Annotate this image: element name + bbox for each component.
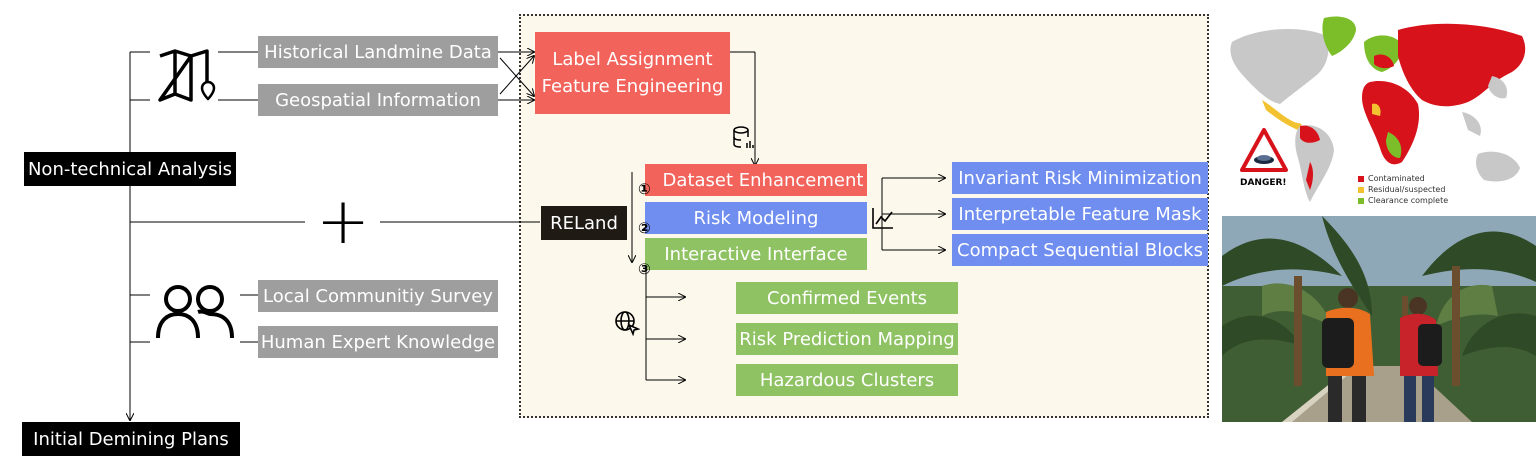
historical-landmine-data-box: Historical Landmine Data — [258, 36, 498, 68]
confirmed-events-box: Confirmed Events — [736, 282, 958, 314]
legend-residual-text: Residual/suspected — [1368, 185, 1446, 194]
geospatial-information-box: Geospatial Information — [258, 84, 498, 116]
compact-sequential-blocks-box: Compact Sequential Blocks — [952, 234, 1208, 266]
map-graphic — [1222, 12, 1536, 210]
step-1-marker: ① — [638, 180, 651, 198]
step-3-marker: ③ — [638, 260, 651, 278]
human-expert-knowledge-box: Human Expert Knowledge — [258, 326, 498, 358]
step-2-marker: ② — [638, 219, 651, 237]
risk-prediction-mapping-box: Risk Prediction Mapping — [736, 323, 958, 355]
invariant-risk-minimization-box: Invariant Risk Minimization — [952, 162, 1208, 194]
danger-label: DANGER! — [1240, 178, 1287, 188]
hazardous-clusters-box: Hazardous Clusters — [736, 364, 958, 396]
non-technical-analysis-box: Non-technical Analysis — [24, 152, 236, 186]
legend-clearance-text: Clearance complete — [1368, 196, 1449, 205]
interactive-interface-box: Interactive Interface — [645, 238, 867, 270]
globe-cursor-icon — [615, 311, 640, 336]
legend-swatch-contaminated — [1358, 175, 1364, 182]
deminer-orange — [1322, 288, 1374, 422]
local-community-survey-box: Local Communitiy Survey — [258, 280, 498, 312]
deminer-red — [1400, 297, 1442, 422]
reland-label: RELand — [541, 206, 627, 240]
legend-swatch-clearance — [1358, 197, 1364, 204]
legend-swatch-residual — [1358, 186, 1364, 193]
people-icon — [156, 285, 234, 339]
photo-graphic — [1222, 216, 1536, 422]
line-chart-icon — [872, 208, 893, 229]
plus-sign: + — [316, 185, 370, 259]
legend-clearance: Clearance complete — [1358, 196, 1448, 205]
interpretable-feature-mask-box: Interpretable Feature Mask — [952, 198, 1208, 230]
legend-residual: Residual/suspected — [1358, 185, 1445, 194]
database-icon — [733, 126, 754, 148]
label-assignment-text: Label Assignment — [552, 49, 713, 70]
initial-demining-plans-box: Initial Demining Plans — [22, 422, 240, 456]
map-icon — [158, 49, 216, 102]
risk-modeling-box: Risk Modeling — [645, 202, 867, 234]
legend-contaminated-text: Contaminated — [1368, 174, 1425, 183]
feature-engineering-text: Feature Engineering — [541, 76, 724, 97]
label-assignment-box: Label Assignment Feature Engineering — [535, 32, 730, 114]
legend-contaminated: Contaminated — [1358, 174, 1425, 183]
world-contamination-map: DANGER! Contaminated Residual/suspected … — [1222, 12, 1536, 210]
danger-warning-icon — [1240, 128, 1288, 172]
field-deminers-photo — [1222, 216, 1536, 422]
dataset-enhancement-box: Dataset Enhancement — [645, 164, 867, 196]
